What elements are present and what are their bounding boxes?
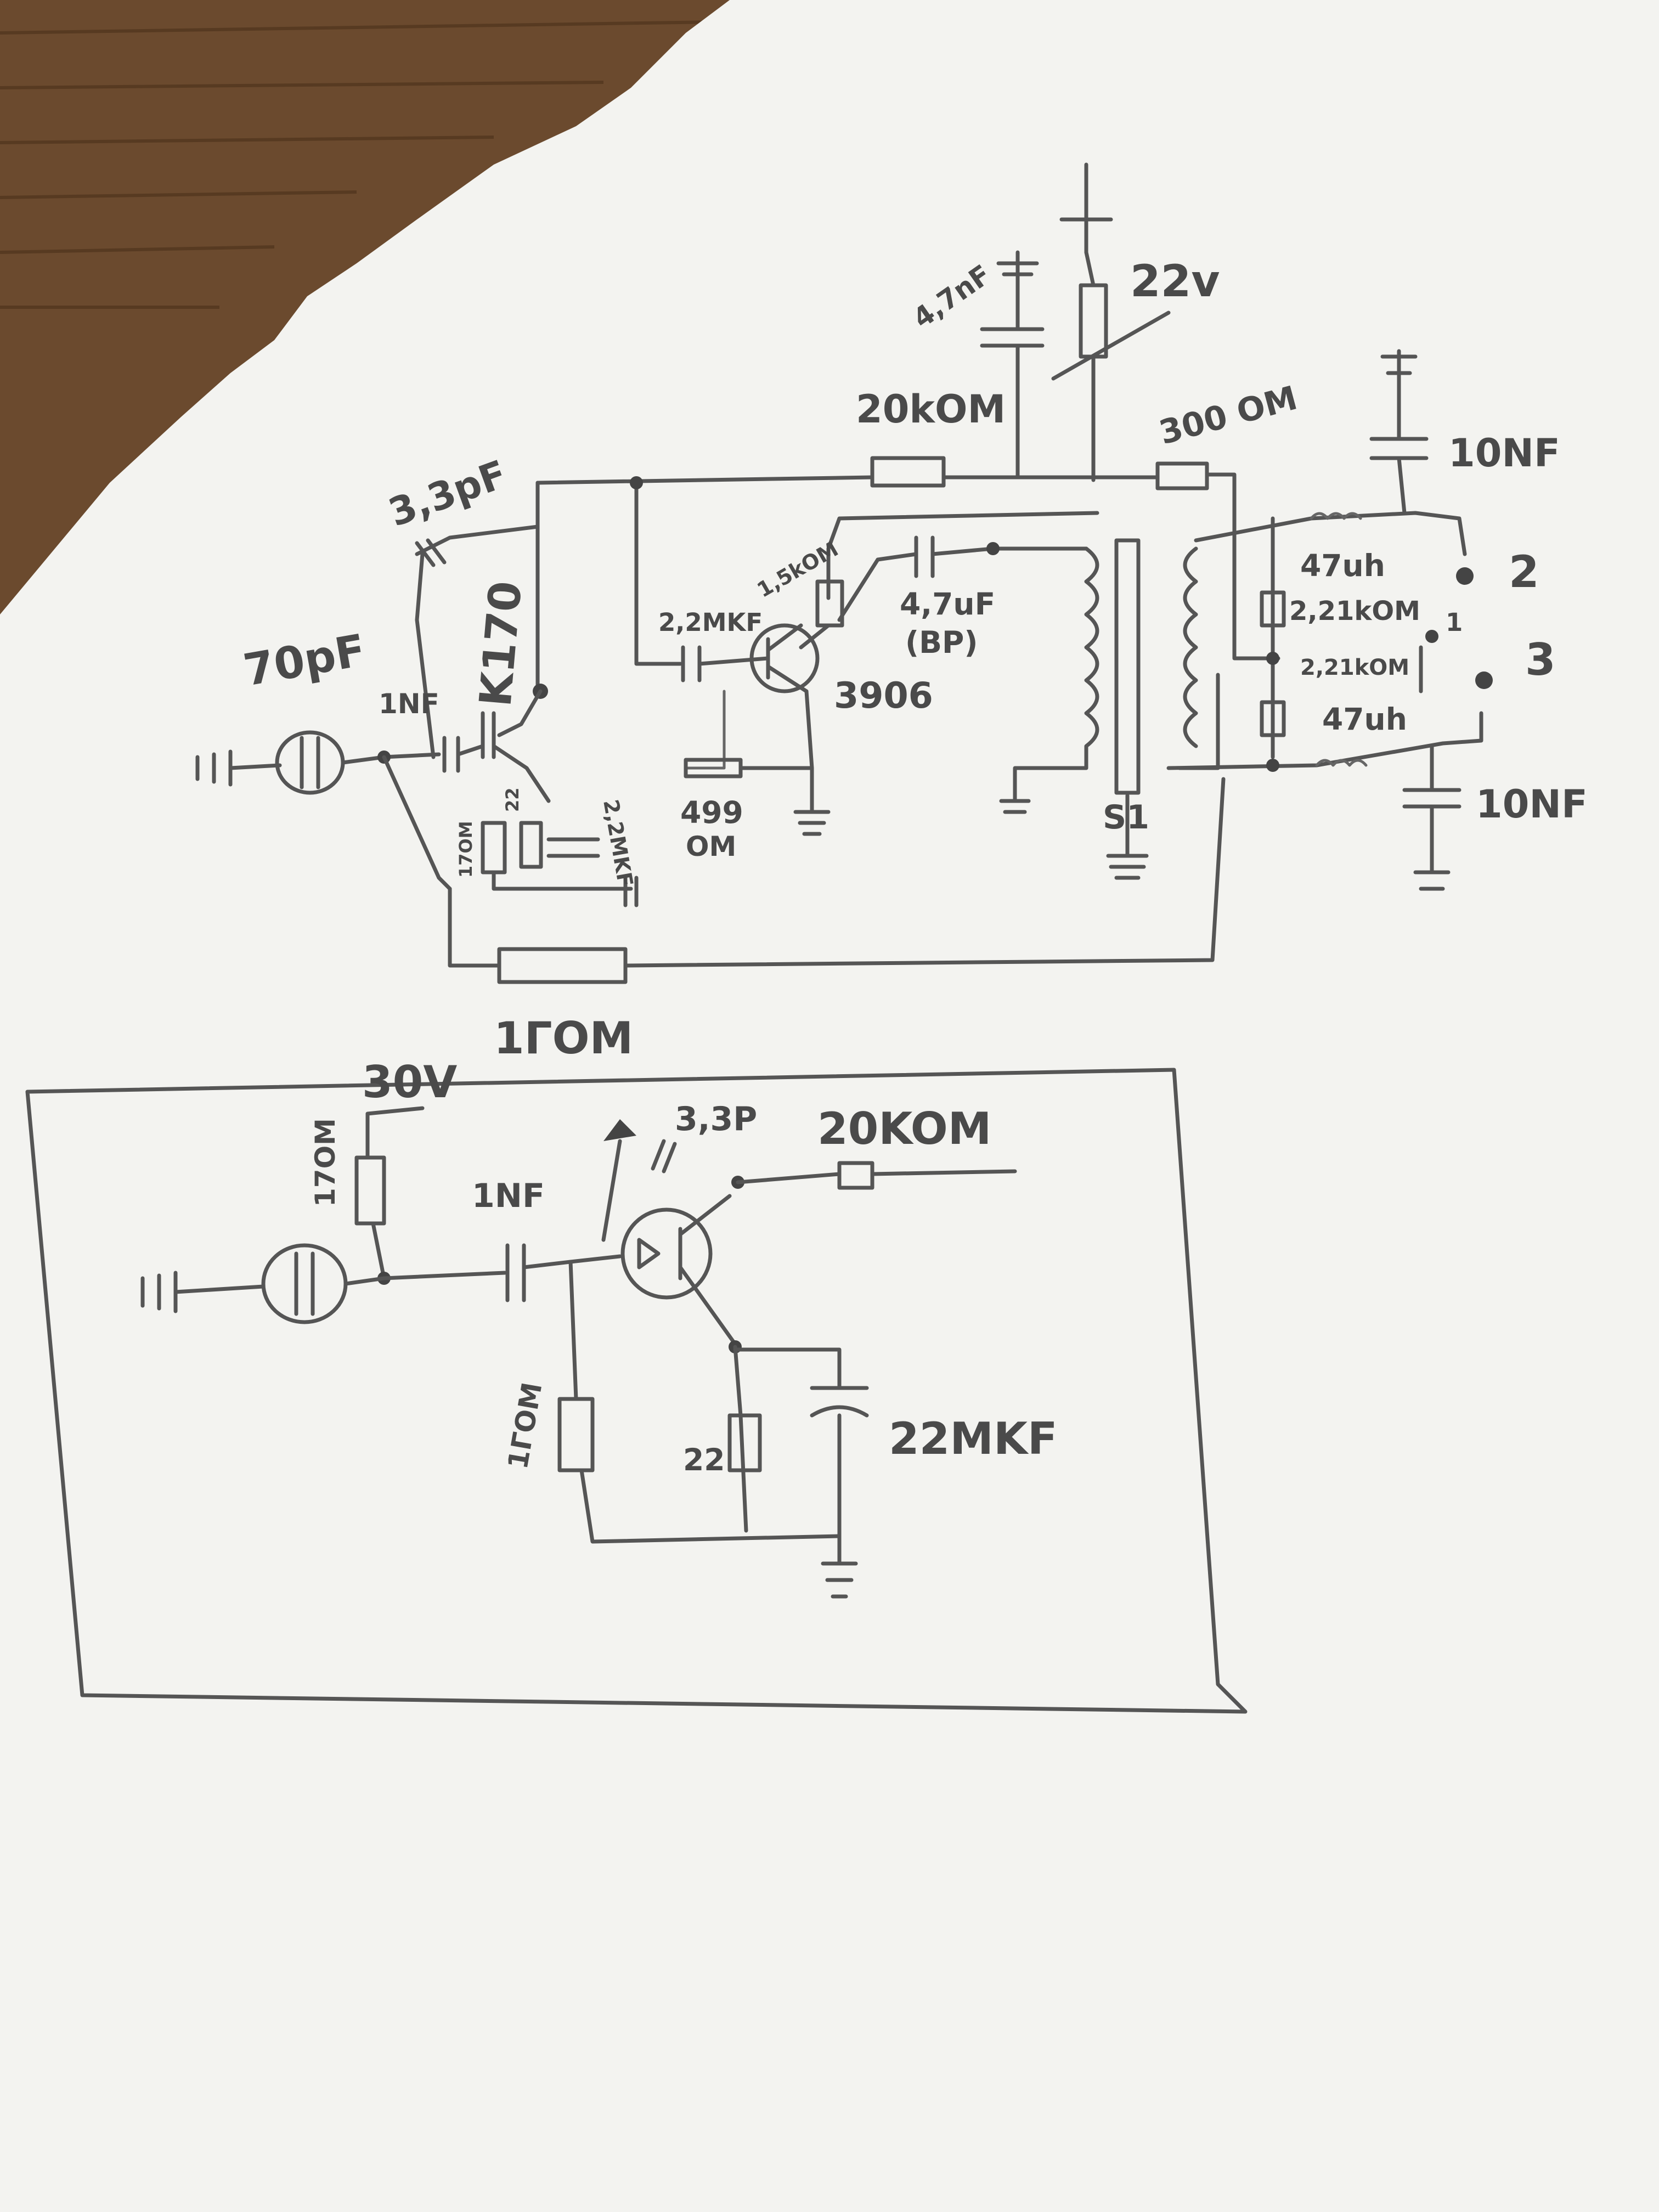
resistor-2-21kom-2 (1260, 700, 1286, 737)
label-transistor-k170: K170 (470, 579, 532, 708)
b-ground (821, 1561, 858, 1599)
bottom-schematic (25, 1068, 1248, 1714)
inductor-47uh-top (1310, 512, 1362, 520)
b-ground-input (140, 1271, 266, 1313)
label-res-499-unit: OM (686, 831, 736, 862)
primary-coil (1013, 546, 1099, 781)
top-schematic (195, 162, 1493, 984)
bottom-frame (25, 1068, 1248, 1714)
b-transistor-arrow (637, 1238, 661, 1269)
label-b-cap-22mkf: 22MKF (889, 1413, 1058, 1464)
cap-33pf-plate-1 (415, 541, 436, 567)
transformer-core (1114, 538, 1141, 795)
label-transistor-3906: 3906 (834, 675, 933, 716)
label-switch-s1: S1 (1103, 798, 1149, 837)
label-b-res-22: 22 (683, 1442, 725, 1477)
b-adjust-arrow (601, 1139, 622, 1242)
ground-symbol-top-supply (1059, 162, 1113, 255)
label-supply-top: 22v (1130, 256, 1220, 307)
ground-input (195, 749, 282, 787)
capacitor-4-7nf (980, 250, 1045, 479)
switch-contact-2 (1456, 567, 1474, 585)
switch-contact-3 (1475, 672, 1493, 689)
label-res-1gom: 1ГОМ (494, 1013, 633, 1064)
label-switch-3: 3 (1525, 634, 1556, 685)
b-cap-33p-plate (651, 1139, 666, 1171)
label-cap-4-7uf: 4,7uF (900, 586, 995, 622)
label-res-17om: 17OM (455, 821, 476, 878)
bottom-schematic-labels: 30V 17OM 3,3P 20KOM 1NF 1ГОМ 22 22MKF (309, 1057, 1058, 1477)
label-res-2-21k-1: 2,21kOM (1289, 596, 1420, 627)
switch-contact-1 (1425, 630, 1438, 643)
resistor-2-21kom-1 (1260, 590, 1286, 628)
supply-adjust-arrow (1051, 311, 1171, 381)
label-switch-2: 2 (1509, 546, 1539, 597)
label-cap-bp: (BP) (905, 625, 978, 660)
label-cap-10nf-bottom: 10NF (1476, 782, 1588, 827)
ground-coil (999, 777, 1031, 814)
label-cap-10nf-top: 10NF (1448, 431, 1560, 476)
resistor-20kom-top (870, 456, 946, 488)
label-res-499: 499 (680, 795, 743, 830)
label-ind-47uh-bottom: 47uh (1322, 702, 1407, 737)
label-b-res-20k: 20KOM (817, 1103, 991, 1154)
b-resistor-17om (354, 1155, 386, 1226)
label-cap-2-2mkf: 2,2MKF (658, 608, 763, 637)
b-resistor-1gom (557, 1397, 595, 1472)
inductor-47uh-bottom (1315, 759, 1368, 767)
label-b-supply: 30V (362, 1057, 457, 1108)
label-res-2-21k-2: 2,21kOM (1300, 655, 1409, 680)
label-b-cap-1nf: 1NF (472, 1177, 545, 1215)
switch-s1-ground (1106, 793, 1149, 880)
capacitor-10nf-top (1369, 349, 1429, 515)
resistor-22 (519, 821, 543, 869)
label-b-cap-33p: 3,3P (675, 1100, 757, 1138)
label-ind-47uh-top: 47uh (1300, 548, 1385, 583)
wood-grain (0, 20, 714, 309)
secondary-coil (1183, 546, 1198, 748)
label-res-20k-top: 20kOM (856, 387, 1006, 432)
capacitor-10nf-bottom (1402, 744, 1462, 891)
label-b-res-17om: 17OM (309, 1118, 341, 1207)
b-resistor-22 (727, 1413, 762, 1472)
label-switch-1: 1 (1446, 608, 1463, 637)
ground-3906 (793, 810, 831, 836)
label-res-22: 22 (502, 787, 523, 812)
label-cap-1nf-top: 1NF (379, 688, 439, 720)
b-transistor (620, 1207, 713, 1300)
